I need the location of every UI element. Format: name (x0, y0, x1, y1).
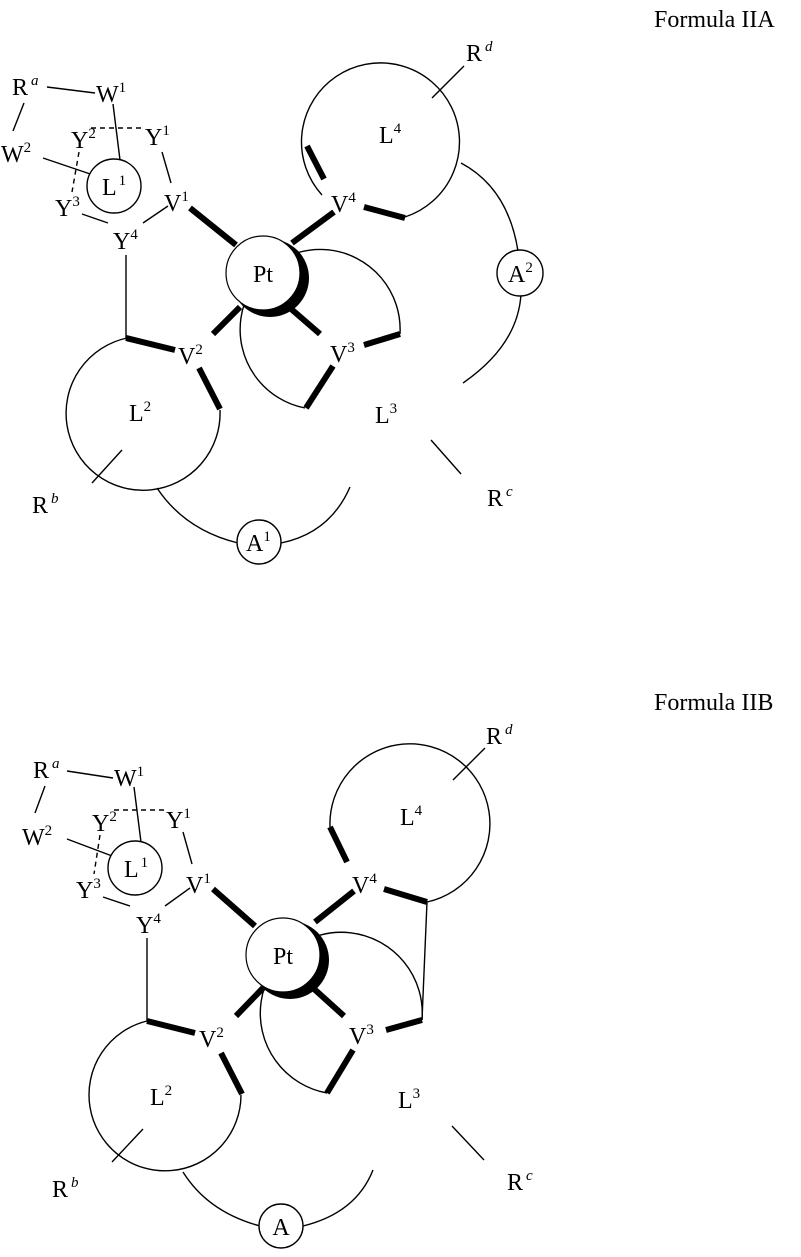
bond-v3-ring (386, 1020, 422, 1030)
bond-ra-w2 (13, 103, 24, 131)
bridge-line (303, 1170, 373, 1226)
ring-bond (72, 152, 79, 192)
label-Rc: Rc (507, 1168, 533, 1196)
bond-ra-w1 (67, 771, 113, 778)
bond-pt-v2 (236, 988, 263, 1016)
label-L2: L2 (129, 399, 151, 427)
bond-pt-v3 (290, 308, 320, 334)
bond-ra-w2 (35, 786, 45, 813)
label-W1: W1 (96, 80, 126, 108)
bond-pt-v1 (190, 208, 236, 245)
label-L2: L2 (150, 1083, 172, 1111)
label-Y2: Y2 (92, 809, 117, 837)
bond-rd (432, 66, 464, 98)
bond-v3-ring (364, 334, 400, 345)
ring-bond (82, 214, 108, 223)
formula-title: Formula IIB (654, 690, 773, 716)
label-Y4: Y4 (113, 227, 138, 255)
bond-rc (452, 1126, 484, 1160)
bond-v4-ring (364, 207, 405, 218)
ring-bond (183, 832, 192, 864)
label-Rc: Rc (487, 484, 513, 512)
label-L4: L4 (379, 121, 402, 149)
label-V2: V2 (199, 1025, 224, 1053)
bridge-line (183, 1172, 260, 1226)
bridge-line (281, 487, 350, 543)
bond-v3-ring (306, 366, 333, 408)
bond-rc (431, 440, 461, 474)
bond-v4-ring (307, 146, 324, 179)
label-L4: L4 (400, 803, 423, 831)
bond-pt-v3 (313, 988, 344, 1016)
label-V1: V1 (186, 871, 211, 899)
label-L3: L3 (375, 401, 397, 429)
formula-IIA: Formula IIA (1, 7, 775, 564)
label-V1: V1 (164, 189, 189, 217)
label-Y1: Y1 (166, 806, 191, 834)
label-Y1: Y1 (145, 123, 170, 151)
bond-ra-w1 (47, 87, 95, 93)
ring-bond (94, 835, 100, 874)
label-W2: W2 (22, 823, 52, 851)
label-Rb: Rb (52, 1175, 79, 1203)
bond-v2-ring (221, 1053, 242, 1094)
bond-v3-ring (327, 1050, 353, 1093)
bridge-line (463, 294, 521, 383)
label-L3: L3 (398, 1086, 420, 1114)
bond-v4-ring (330, 827, 347, 862)
label-Y3: Y3 (76, 876, 101, 904)
bond-v2-ring (147, 1021, 195, 1033)
label-V3: V3 (330, 340, 355, 368)
pt-label: Pt (273, 944, 293, 970)
bond-pt-v1 (213, 889, 255, 926)
bond-pt-v4 (315, 891, 354, 922)
ring-bond (162, 152, 171, 183)
label-Ra: Ra (12, 73, 39, 101)
label-V4: V4 (352, 871, 377, 899)
label-Ra: Ra (33, 756, 60, 784)
label-Rd: Rd (486, 722, 513, 750)
bridge-line (157, 488, 238, 543)
bond-l4-l3 (422, 902, 427, 1020)
label-Y4: Y4 (136, 911, 161, 939)
ring-bond (103, 897, 130, 906)
bond-v2-ring (199, 368, 220, 409)
bond-rd (453, 748, 485, 780)
bond-v2-ring (126, 338, 175, 350)
label-V2: V2 (178, 342, 203, 370)
bond-pt-v4 (292, 212, 334, 243)
label-W2: W2 (1, 140, 31, 168)
formula-IIB: Formula IIB (22, 690, 773, 1248)
bond-pt-v2 (213, 307, 240, 334)
label-Rb: Rb (32, 491, 59, 519)
bond-rb (92, 450, 122, 483)
label-A: A (272, 1215, 290, 1241)
label-Rd: Rd (466, 39, 493, 67)
label-W1: W1 (114, 764, 144, 792)
pt-label: Pt (253, 262, 273, 288)
label-Y3: Y3 (55, 194, 80, 222)
label-V4: V4 (331, 190, 356, 218)
bond-v4-ring (384, 889, 427, 902)
label-Y2: Y2 (71, 126, 96, 154)
bridge-line (461, 163, 518, 251)
label-V3: V3 (349, 1022, 374, 1050)
formula-title: Formula IIA (654, 7, 775, 33)
bond-rb (112, 1129, 143, 1162)
